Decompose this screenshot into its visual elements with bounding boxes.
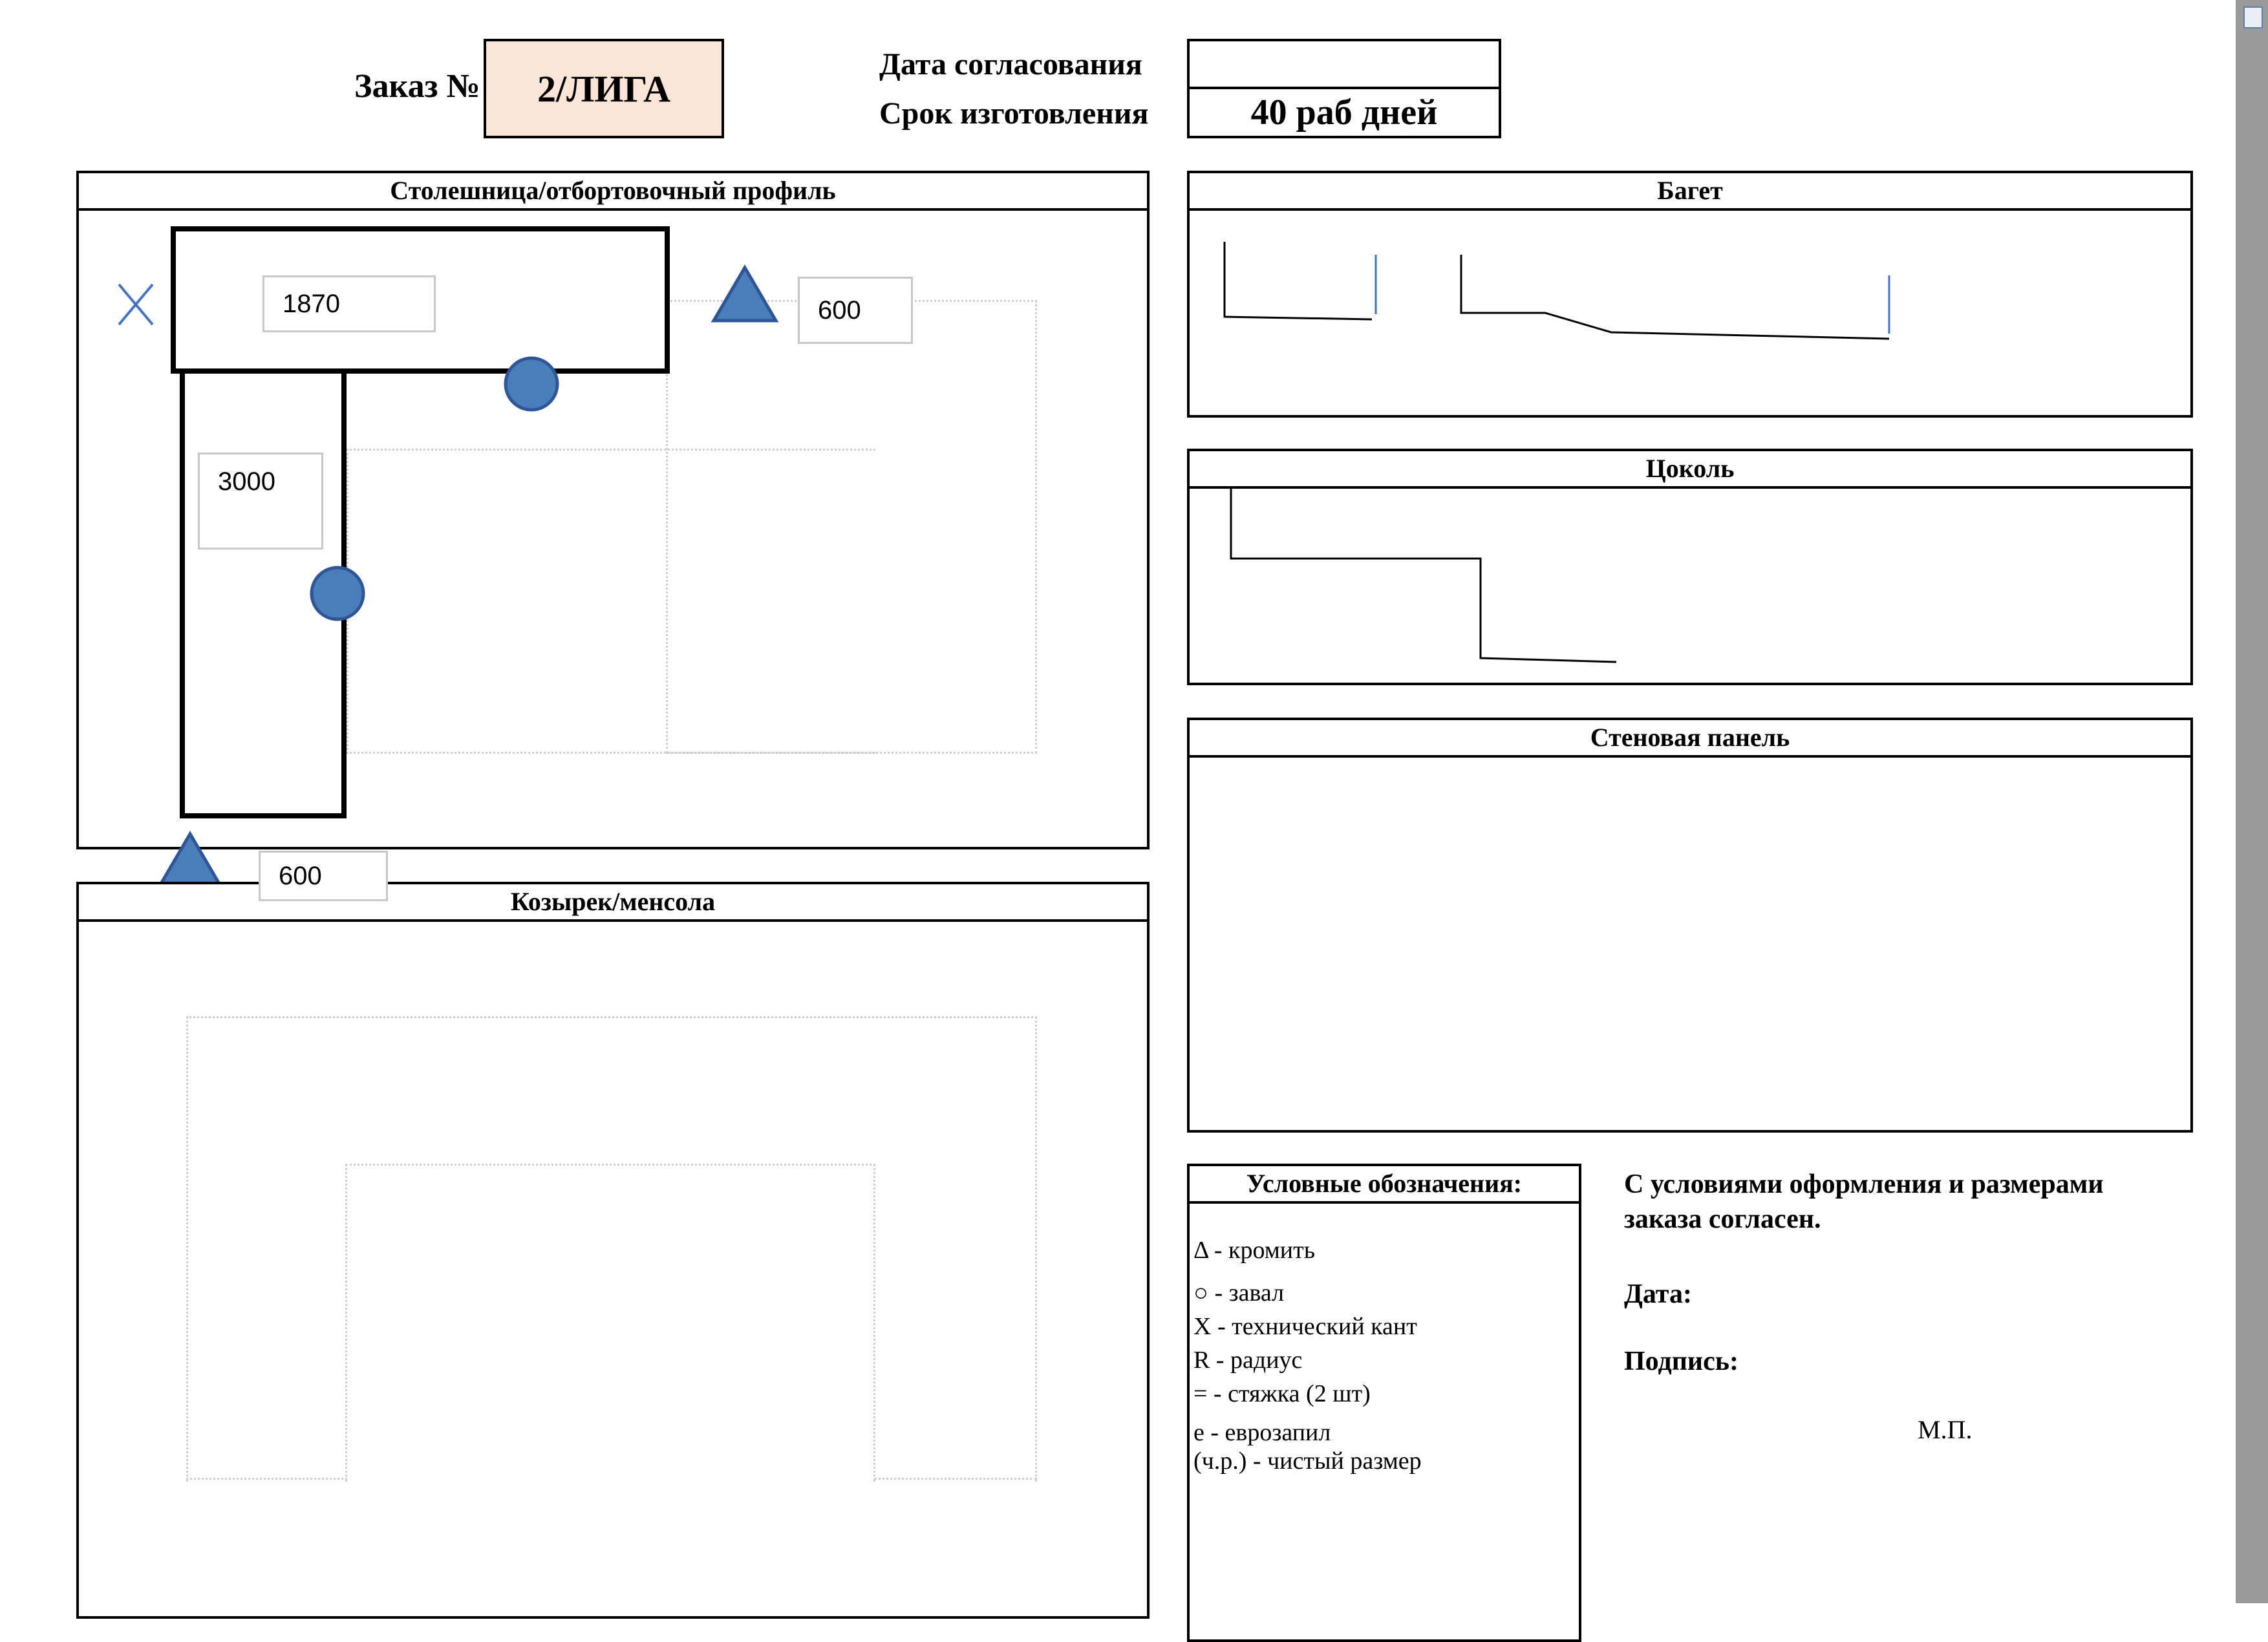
countertop-section-title: Столешница/отбортовочный профиль	[79, 173, 1147, 211]
order-number-box: 2/ЛИГА	[484, 39, 724, 138]
baget-section: Багет	[1187, 171, 2193, 418]
wall-panel-section-title: Стеновая панель	[1190, 720, 2190, 758]
legend-item: е - еврозапил	[1193, 1419, 1331, 1446]
guide-outline-inner	[345, 1164, 875, 1482]
canopy-section-title: Козырек/менсола	[79, 884, 1147, 922]
dimension-top-length[interactable]: 1870	[262, 275, 436, 332]
rounded-edge-marker	[504, 356, 559, 412]
plinth-profile-drawing	[1230, 489, 1617, 663]
edge-banding-marker	[711, 264, 779, 323]
agreement-text-line1: С условиями оформления и размерами	[1624, 1169, 2104, 1199]
stamp-label: М.П.	[1918, 1415, 1973, 1444]
approval-date-label: Дата согласования	[879, 47, 1142, 81]
production-term-label: Срок изготовления	[879, 96, 1149, 131]
legend-box: Условные обозначения:	[1187, 1164, 1581, 1642]
legend-item: X - технический кант	[1193, 1313, 1417, 1340]
baget-profile-1	[1223, 242, 1373, 321]
plinth-section-title: Цоколь	[1190, 451, 2190, 489]
rounded-edge-marker	[310, 566, 365, 621]
dimension-side-depth[interactable]: 600	[259, 851, 388, 901]
dimension-top-depth[interactable]: 600	[798, 277, 913, 344]
countertop-drawing	[118, 226, 779, 889]
agreement-text-line2: заказа согласен.	[1624, 1204, 1821, 1234]
agreement-date-label: Дата:	[1624, 1279, 1692, 1309]
legend-item: (ч.р.) - чистый размер	[1193, 1447, 1422, 1475]
legend-item: Δ - кромить	[1193, 1237, 1316, 1264]
countertop-top-piece	[171, 226, 670, 374]
baget-profile-2	[1460, 255, 1890, 340]
legend-title: Условные обозначения:	[1190, 1166, 1579, 1204]
legend-item: ○ - завал	[1193, 1279, 1285, 1306]
legend-item: = - стяжка (2 шт)	[1193, 1380, 1371, 1407]
viewer-sidebar	[2236, 0, 2268, 1603]
legend-item: R - радиус	[1193, 1347, 1303, 1374]
approval-date-field[interactable]	[1187, 39, 1501, 89]
production-term-value: 40 раб дней	[1250, 92, 1438, 133]
guide-line	[874, 1478, 1037, 1480]
wall-panel-section: Стеновая панель	[1187, 718, 2193, 1133]
baget-profile-drawing	[1223, 242, 1890, 340]
edge-banding-marker	[156, 831, 224, 889]
guide-outline	[186, 1016, 1037, 1482]
guide-line	[186, 1478, 347, 1480]
dimension-side-length[interactable]: 3000	[198, 453, 323, 549]
app-logo-icon	[2243, 6, 2263, 28]
order-label: Заказ №	[354, 68, 480, 105]
production-term-field[interactable]: 40 раб дней	[1187, 87, 1501, 138]
plinth-profile	[1230, 489, 1617, 663]
agreement-signature-label: Подпись:	[1624, 1347, 1738, 1376]
baget-section-title: Багет	[1190, 173, 2190, 211]
canopy-section: Козырек/менсола	[76, 882, 1150, 1619]
plinth-section: Цоколь	[1187, 449, 2193, 685]
order-number: 2/ЛИГА	[537, 67, 670, 110]
